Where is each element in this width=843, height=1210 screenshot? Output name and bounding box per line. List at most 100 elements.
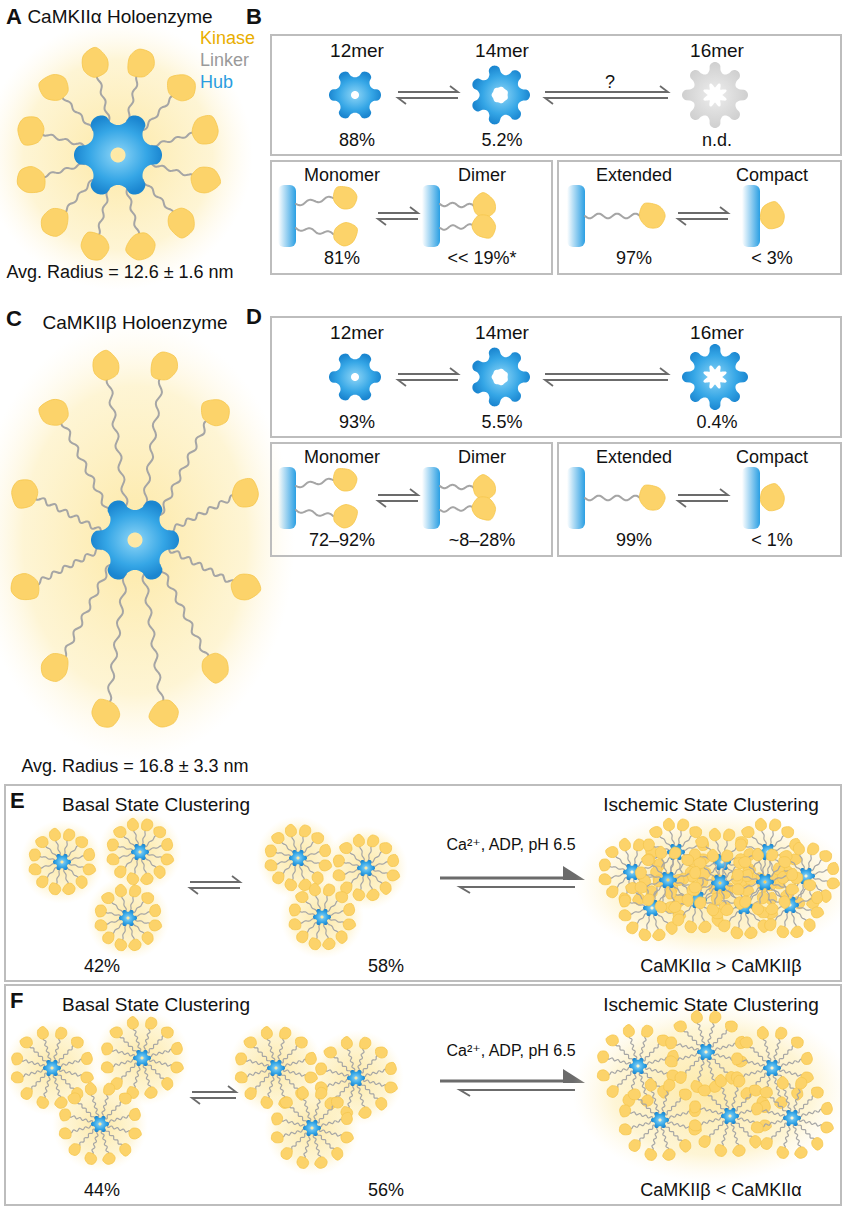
linker [324,894,328,910]
linker [300,865,305,881]
figure-label: Avg. Radius = 12.6 ± 1.6 nm [6,262,233,283]
panel-text: 56% [368,1180,404,1201]
linker [661,1127,669,1151]
kinase-domain [149,920,162,931]
linker [44,1075,50,1099]
linker [811,859,823,871]
kinase-domain [312,833,324,844]
linker [292,865,296,881]
kinase-domain [92,699,120,727]
glow [52,1076,148,1172]
linker [105,1129,122,1146]
linker [30,1046,47,1063]
linker [142,859,147,875]
kinase-domain [150,904,161,916]
kinase-domain [289,919,301,930]
linker [101,1131,109,1155]
linker [711,1030,728,1047]
linker [714,890,718,906]
panel-text: 88% [339,130,375,151]
kinase-domain [191,167,221,193]
linker [111,901,123,913]
linker [145,835,157,847]
linker [697,877,713,881]
figure-label: Avg. Radius = 16.8 ± 3.3 nm [21,756,248,777]
linker [160,420,208,515]
hub-ring [651,1112,669,1128]
kinase-domain [359,1107,371,1118]
linker [316,894,321,910]
kinase-domain [752,1103,763,1115]
kinase-domain [682,855,694,866]
kinase-domain [236,1053,247,1065]
hub-edge [742,467,760,529]
linker [361,1056,378,1073]
equilibrium-arrow [678,489,728,495]
linker [699,1117,723,1125]
kinase-domain [623,1025,634,1038]
linker [147,1063,164,1080]
panel-box: ExtendedCompact99%< 1% [557,442,842,557]
kinase-domain [334,504,358,528]
panel-text: CaMKIIα > CaMKIIβ [640,956,801,977]
linker [144,376,162,506]
linker [770,865,782,877]
kinase-domain [167,75,195,101]
linker [147,1036,164,1053]
linker [107,1126,131,1132]
kinase-domain [735,839,746,851]
kinase-domain [64,829,75,841]
linker [57,1073,74,1090]
kinase-domain [655,846,666,859]
linker [722,890,727,906]
panel-text: 0.4% [696,412,737,433]
kinase-domain [82,47,108,77]
kinase-domain [731,927,743,939]
kinase-domain [119,1093,131,1104]
linker [772,884,788,888]
linker [296,479,333,487]
kinase-domain [85,1153,97,1165]
kinase-domain [115,866,126,878]
kinase-domain [341,1112,352,1124]
linker [652,1127,658,1151]
kinase-domain [820,851,832,862]
equilibrium-arrow [678,501,728,507]
linker [808,853,812,869]
kinase-domain [154,827,166,838]
linker [130,925,135,941]
linker [662,1089,668,1113]
kinase-domain [732,884,744,895]
kinase-domain [715,1075,726,1088]
kinase-domain [107,839,118,851]
kinase-domain [664,1079,675,1091]
linker [770,1096,787,1113]
kinase-domain [20,1037,32,1048]
linker [281,841,293,853]
linker [684,1030,701,1047]
panel-text: < 3% [751,248,793,269]
kinase-domain [385,1082,398,1093]
kinase-domain [472,215,496,238]
linker [67,845,79,857]
equilibrium-arrow [192,1086,236,1092]
linker [797,1123,814,1140]
linker [149,1049,173,1057]
kinase-domain [114,827,126,838]
kinase-domain [55,1097,67,1108]
kinase-domain [71,1037,83,1048]
linker [281,1120,305,1126]
linker [761,1110,785,1116]
kinase-domain [29,864,41,875]
kinase-domain [36,837,48,848]
linker [373,870,389,874]
linker [67,867,79,879]
panel-text: 5.5% [481,412,522,433]
kinase-domain [786,884,799,895]
kinase-domain [685,921,697,933]
linker [646,915,650,931]
kinase-domain [261,1097,273,1109]
linker [69,856,85,861]
linker [39,856,55,860]
linker [267,1037,275,1061]
